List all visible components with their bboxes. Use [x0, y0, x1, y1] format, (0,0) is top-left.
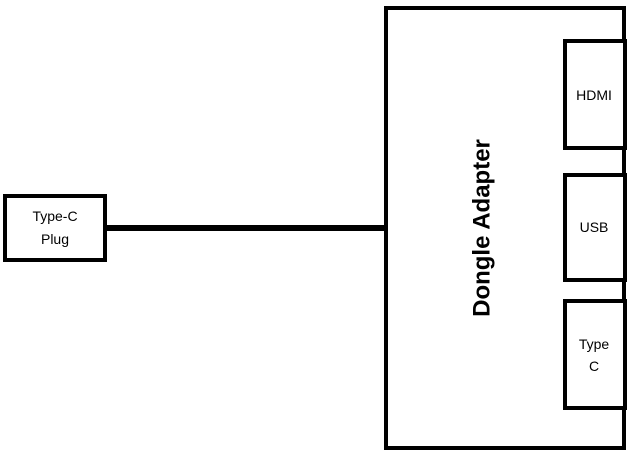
type-c-plug-node: Type-C Plug [3, 194, 107, 262]
port-hdmi: HDMI [563, 39, 627, 150]
port-hdmi-box [563, 39, 627, 150]
dongle-adapter-title: Dongle Adapter [468, 139, 495, 317]
port-usb-box [563, 173, 627, 282]
port-type-c-box [563, 299, 627, 410]
port-usb: USB [563, 173, 627, 282]
plug-label-line2: Plug [41, 231, 69, 247]
port-hdmi-label: HDMI [576, 87, 612, 103]
port-type-c-label-line1: Type [579, 336, 610, 352]
plug-label-line1: Type-C [32, 208, 77, 224]
port-usb-label: USB [580, 219, 609, 235]
port-type-c-label-line2: C [589, 358, 599, 374]
type-c-plug-box [3, 194, 107, 262]
port-type-c: Type C [563, 299, 627, 410]
